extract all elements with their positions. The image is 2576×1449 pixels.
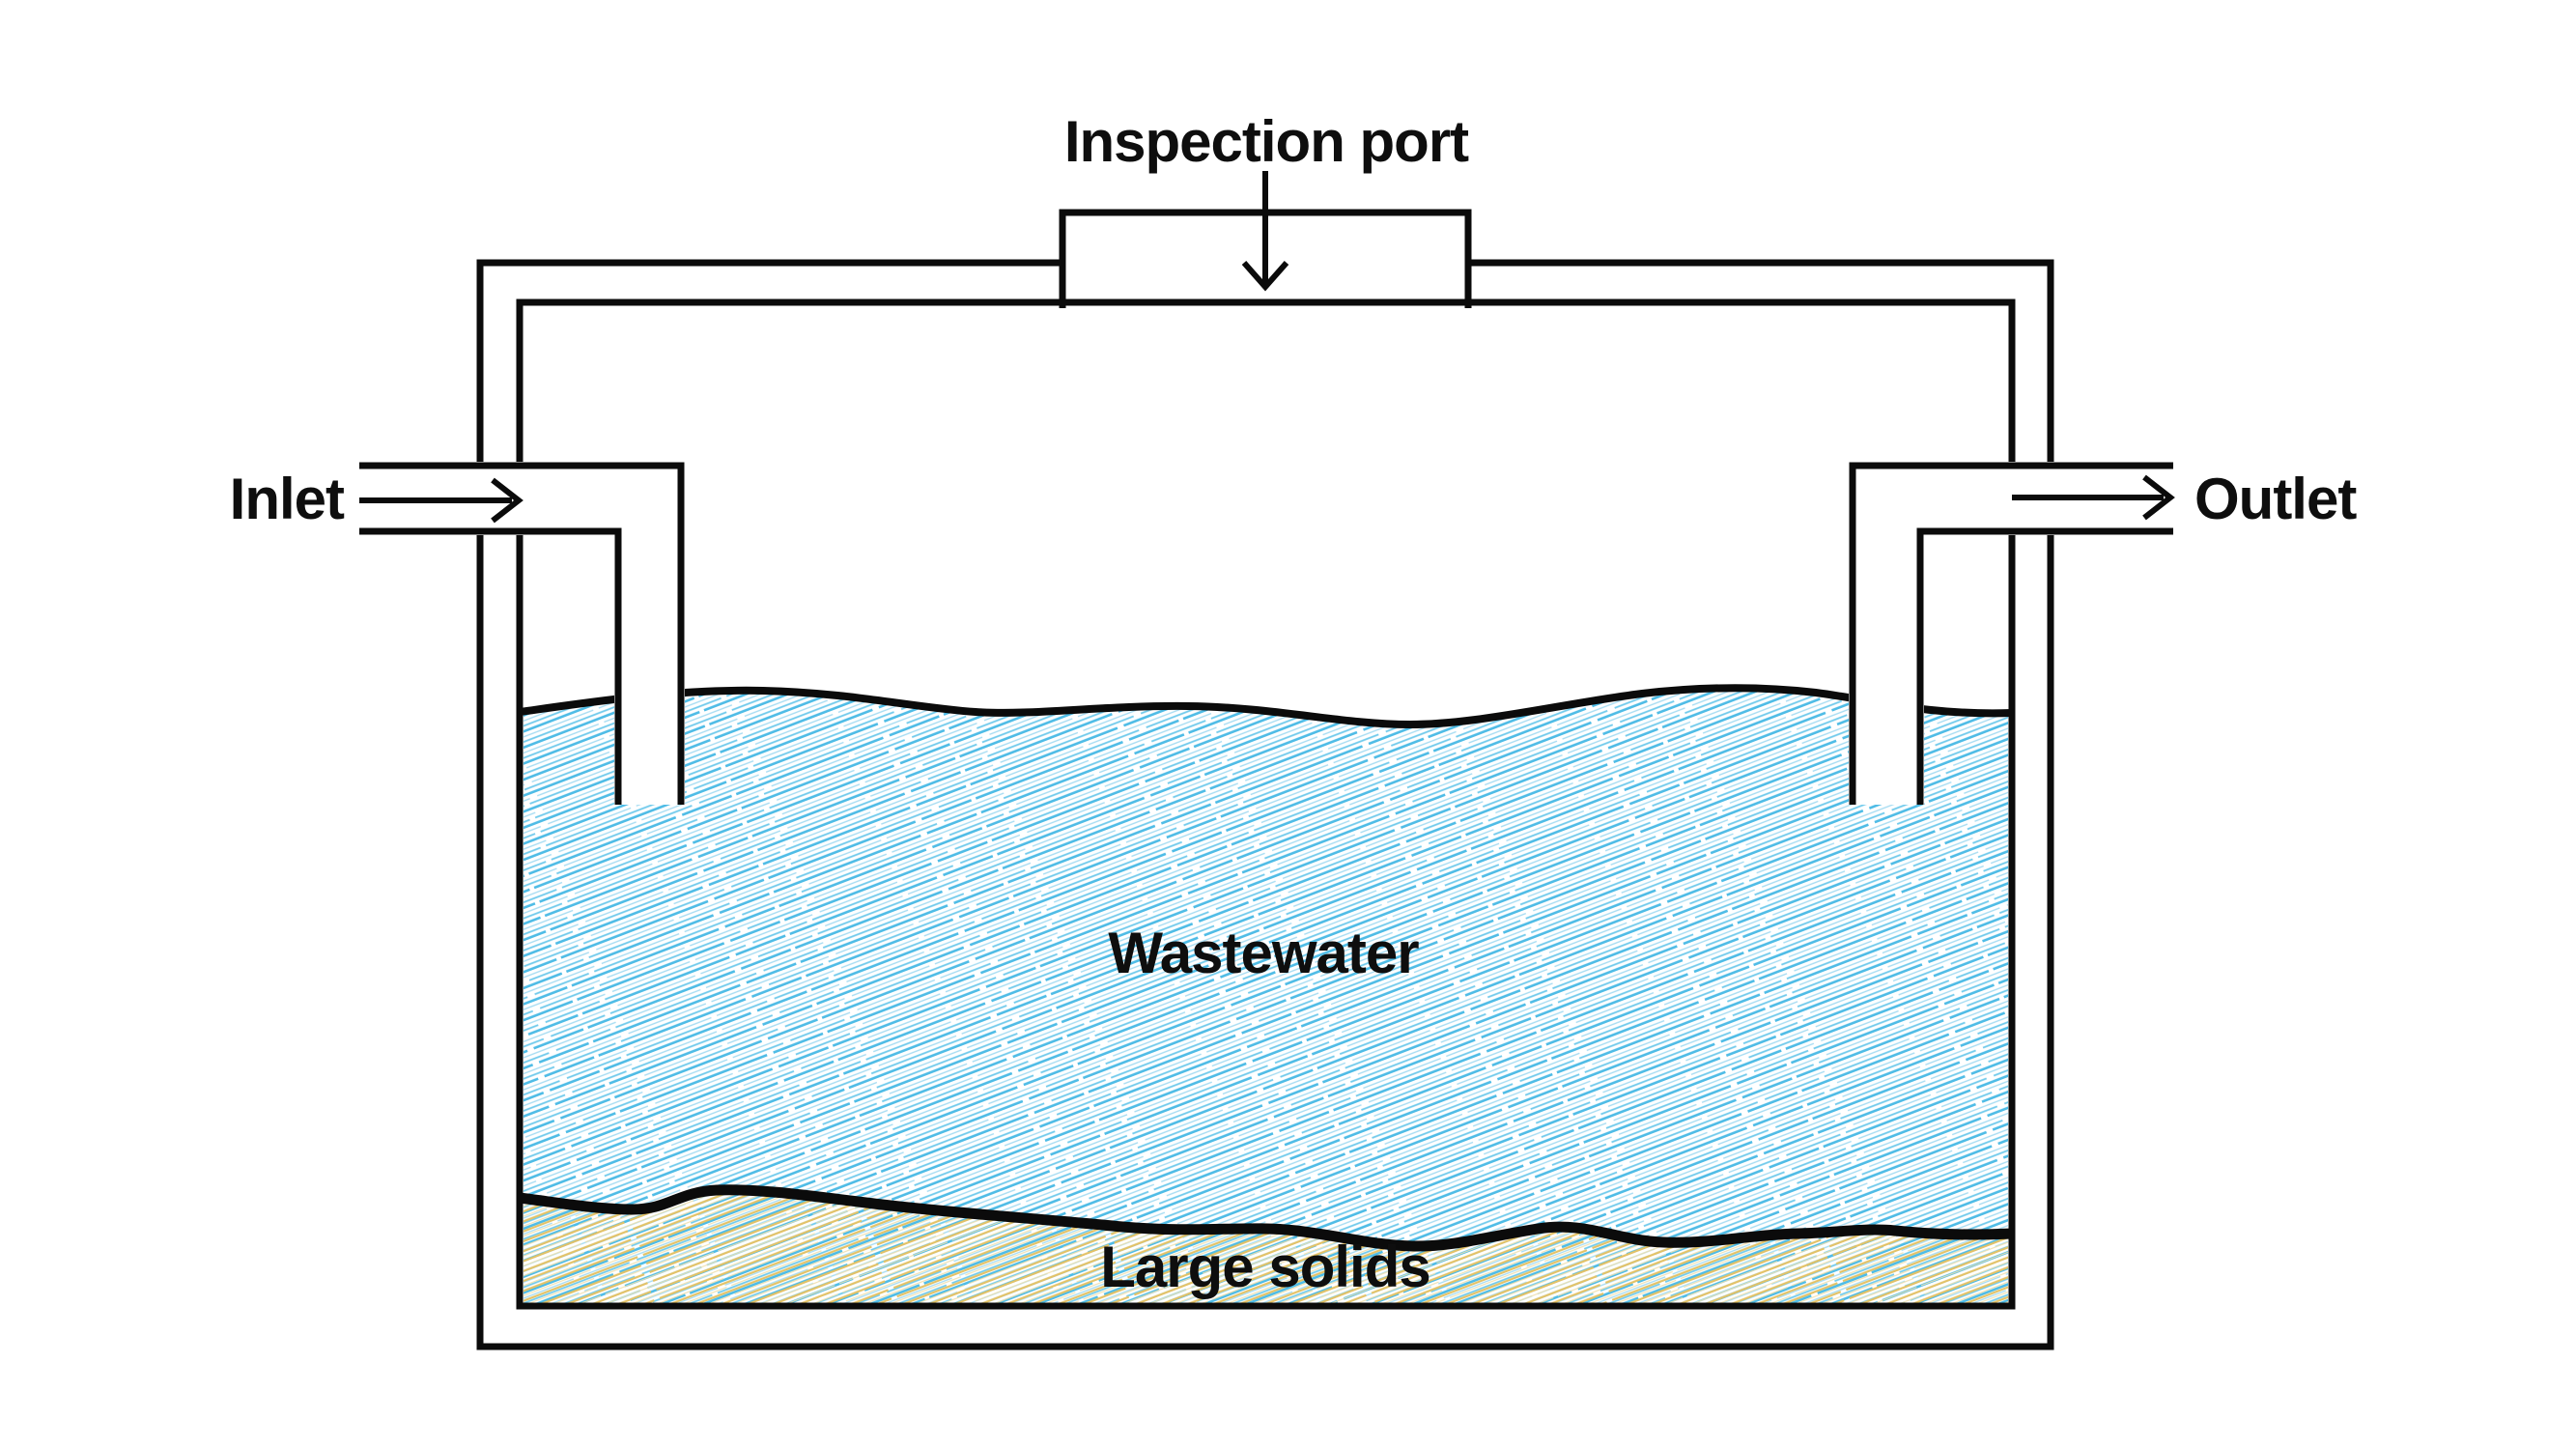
outlet-arrow-icon — [2012, 474, 2175, 521]
inspection-arrow-icon — [1241, 171, 1289, 292]
inlet-pipe-outline-top — [359, 462, 685, 805]
outlet-label: Outlet — [2194, 467, 2357, 531]
large-solids-label: Large solids — [1100, 1235, 1430, 1299]
wastewater-label: Wastewater — [1108, 921, 1419, 985]
tank-outer-wall — [476, 259, 2054, 1350]
inlet-label: Inlet — [230, 467, 345, 531]
solids-boundary-line — [519, 1184, 2013, 1252]
water-surface-line — [519, 684, 2013, 729]
flow-arrows — [359, 171, 2175, 524]
inlet-pipe-outline-bottom — [359, 527, 622, 805]
tank-inner-wall — [516, 298, 2016, 1310]
large-solids-region — [524, 1189, 2008, 1303]
outlet-pipe-outline-bottom — [1916, 527, 2173, 805]
outlet-pipe-outline-top — [1849, 462, 2173, 805]
inspection-arrow-head — [1241, 261, 1289, 292]
inlet-arrow-icon — [359, 477, 524, 524]
labels: Inspection port Inlet Outlet Wastewater … — [230, 109, 2359, 1299]
inlet-arrow-head — [491, 477, 524, 524]
outlet-arrow-head — [2142, 474, 2175, 521]
inspection-port-label: Inspection port — [1064, 109, 1469, 174]
tank-walls — [476, 259, 2054, 1350]
inlet-pipe — [359, 462, 685, 805]
wastewater-region — [524, 688, 2008, 1306]
